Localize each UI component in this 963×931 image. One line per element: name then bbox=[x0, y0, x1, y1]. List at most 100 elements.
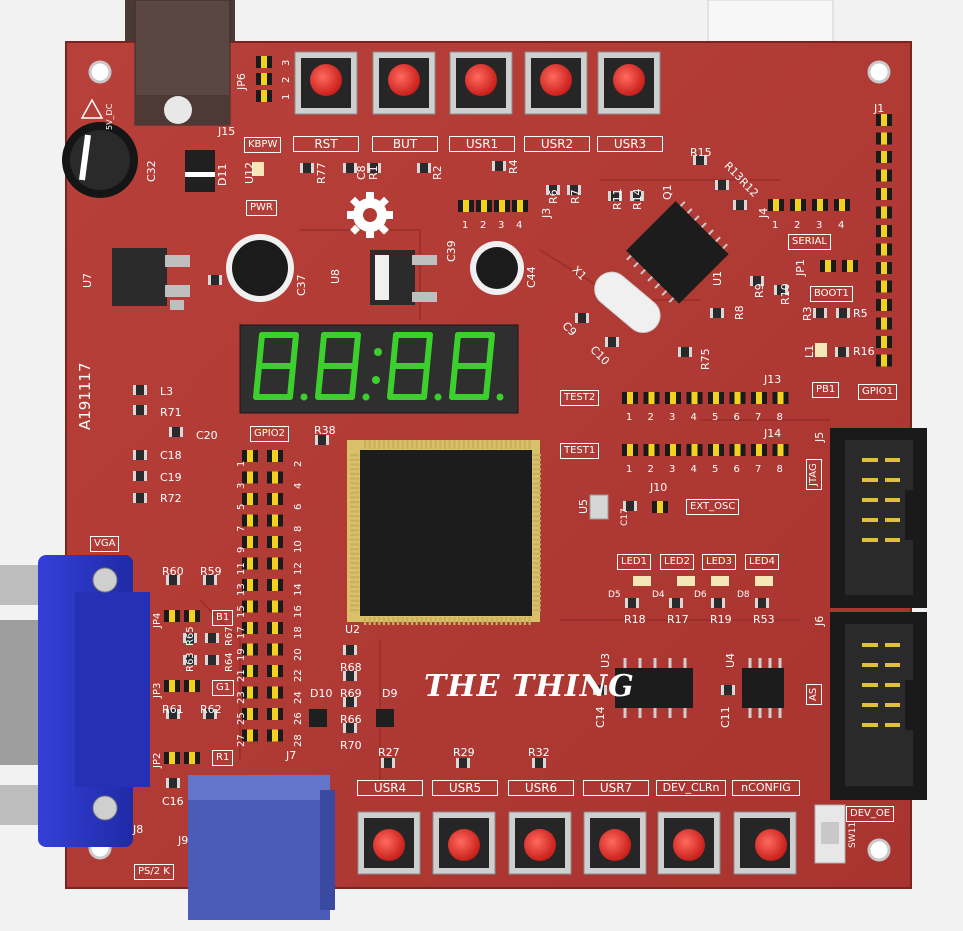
pin-number: 4 bbox=[293, 482, 304, 489]
label-led3: LED3 bbox=[702, 554, 736, 570]
pin-number: 3 bbox=[816, 220, 823, 231]
label-jtag: JTAG bbox=[806, 459, 822, 490]
ref-r17: R17 bbox=[667, 613, 689, 626]
ref-c39: C39 bbox=[445, 240, 458, 262]
pin-number: 5 bbox=[712, 464, 719, 475]
smd-part bbox=[343, 671, 357, 681]
smd-part bbox=[678, 347, 692, 357]
pin-number: 21 bbox=[236, 669, 247, 682]
ref-j15: J15 bbox=[218, 125, 236, 138]
ref-r64: R64 bbox=[224, 652, 235, 672]
ref-r62: R62 bbox=[200, 703, 222, 716]
button-label-usr4: USR4 bbox=[357, 780, 423, 796]
smd-part bbox=[203, 709, 217, 719]
smd-part bbox=[133, 450, 147, 460]
jumper-j10 bbox=[652, 501, 668, 513]
pin-number: 3 bbox=[281, 59, 292, 66]
pin-number: 6 bbox=[733, 464, 740, 475]
label-test1: TEST1 bbox=[560, 443, 600, 459]
smd-part bbox=[417, 163, 431, 173]
label-r1: R1 bbox=[212, 750, 234, 766]
smd-part bbox=[693, 155, 707, 165]
label-vga: VGA bbox=[90, 536, 120, 552]
pin-number: 14 bbox=[293, 583, 304, 596]
pin-number: 22 bbox=[293, 669, 304, 682]
smd-part bbox=[381, 758, 395, 768]
ref-q1: Q1 bbox=[661, 184, 674, 200]
ref-r75: R75 bbox=[699, 348, 712, 370]
header-j4 bbox=[768, 199, 850, 211]
ref-d4: D4 bbox=[652, 590, 665, 600]
top-buttons bbox=[294, 51, 661, 115]
pin-number: 12 bbox=[293, 561, 304, 575]
label-led4: LED4 bbox=[745, 554, 779, 570]
chip-u3 bbox=[615, 668, 693, 708]
segment-digit bbox=[449, 332, 504, 401]
ref-r32: R32 bbox=[528, 746, 550, 759]
ref-r6: R6 bbox=[547, 189, 560, 204]
ref-c14: C14 bbox=[594, 706, 607, 728]
ref-j13: J13 bbox=[764, 373, 782, 386]
regulator-u7 bbox=[112, 248, 167, 306]
ref-r72: R72 bbox=[160, 492, 182, 505]
ref-r60: R60 bbox=[162, 565, 184, 578]
colon-dot bbox=[372, 376, 380, 384]
ref-c37: C37 bbox=[295, 274, 308, 296]
pin-number: 2 bbox=[293, 460, 304, 467]
smd-part bbox=[532, 758, 546, 768]
smd-part bbox=[343, 163, 357, 173]
ref-c11: C11 bbox=[719, 706, 732, 728]
ref-j9: J9 bbox=[178, 834, 189, 847]
pin-number: 20 bbox=[293, 647, 304, 661]
ref-r27: R27 bbox=[378, 746, 400, 759]
ref-l1: L1 bbox=[803, 344, 816, 358]
smd-part bbox=[166, 709, 180, 719]
smd-part bbox=[492, 161, 506, 171]
pin-number: 2 bbox=[647, 412, 654, 423]
smd-part bbox=[133, 385, 147, 395]
pin-number: 1 bbox=[626, 412, 633, 423]
label-led2: LED2 bbox=[660, 554, 694, 570]
pin-number: 26 bbox=[293, 712, 304, 725]
ref-r38: R38 bbox=[314, 424, 336, 437]
ref-j1: J1 bbox=[874, 102, 885, 115]
pin-number: 1 bbox=[772, 220, 779, 231]
ref-r61: R61 bbox=[162, 703, 184, 716]
power-mark: 5V_DC bbox=[105, 103, 114, 130]
pin-number: 27 bbox=[236, 733, 247, 747]
ref-j3: J3 bbox=[540, 207, 553, 218]
ref-r59: R59 bbox=[200, 565, 222, 578]
diode-sot bbox=[376, 709, 394, 727]
button-label-dev-clrn: DEV_CLRn bbox=[656, 780, 726, 796]
fpga-pins bbox=[350, 440, 541, 625]
smd-part bbox=[750, 276, 764, 286]
header-j14 bbox=[622, 444, 789, 456]
ref-u5: U5 bbox=[577, 498, 590, 514]
ref-r65: R65 bbox=[185, 626, 196, 646]
smd-part bbox=[169, 427, 183, 437]
ref-r18: R18 bbox=[624, 613, 646, 626]
pin-number: 3 bbox=[498, 220, 505, 231]
pin-number: 24 bbox=[293, 690, 304, 704]
smd-part bbox=[343, 645, 357, 655]
ref-r68: R68 bbox=[340, 661, 362, 674]
pin-number: 9 bbox=[236, 546, 247, 553]
jumper-jp3 bbox=[164, 680, 200, 692]
label-gpio2: GPIO2 bbox=[250, 426, 289, 442]
label-boot1: BOOT1 bbox=[810, 286, 853, 302]
ref-c32: C32 bbox=[145, 160, 158, 182]
smd-components bbox=[133, 155, 850, 788]
smd-part bbox=[343, 697, 357, 707]
button-label-usr1: USR1 bbox=[449, 136, 515, 152]
pin-number: 7 bbox=[755, 412, 762, 423]
colon-dot bbox=[374, 348, 382, 356]
label-dev-oe: DEV_OE bbox=[846, 806, 895, 822]
ref-r7: R7 bbox=[569, 189, 582, 204]
brand-logo: THE THING bbox=[424, 669, 635, 704]
ref-sw11: SW11 bbox=[848, 821, 858, 848]
pin-number: 11 bbox=[236, 561, 247, 575]
ref-d10: D10 bbox=[310, 687, 333, 700]
smd-part bbox=[715, 180, 729, 190]
ref-j10: J10 bbox=[650, 481, 668, 494]
pin-number: 4 bbox=[838, 220, 845, 231]
